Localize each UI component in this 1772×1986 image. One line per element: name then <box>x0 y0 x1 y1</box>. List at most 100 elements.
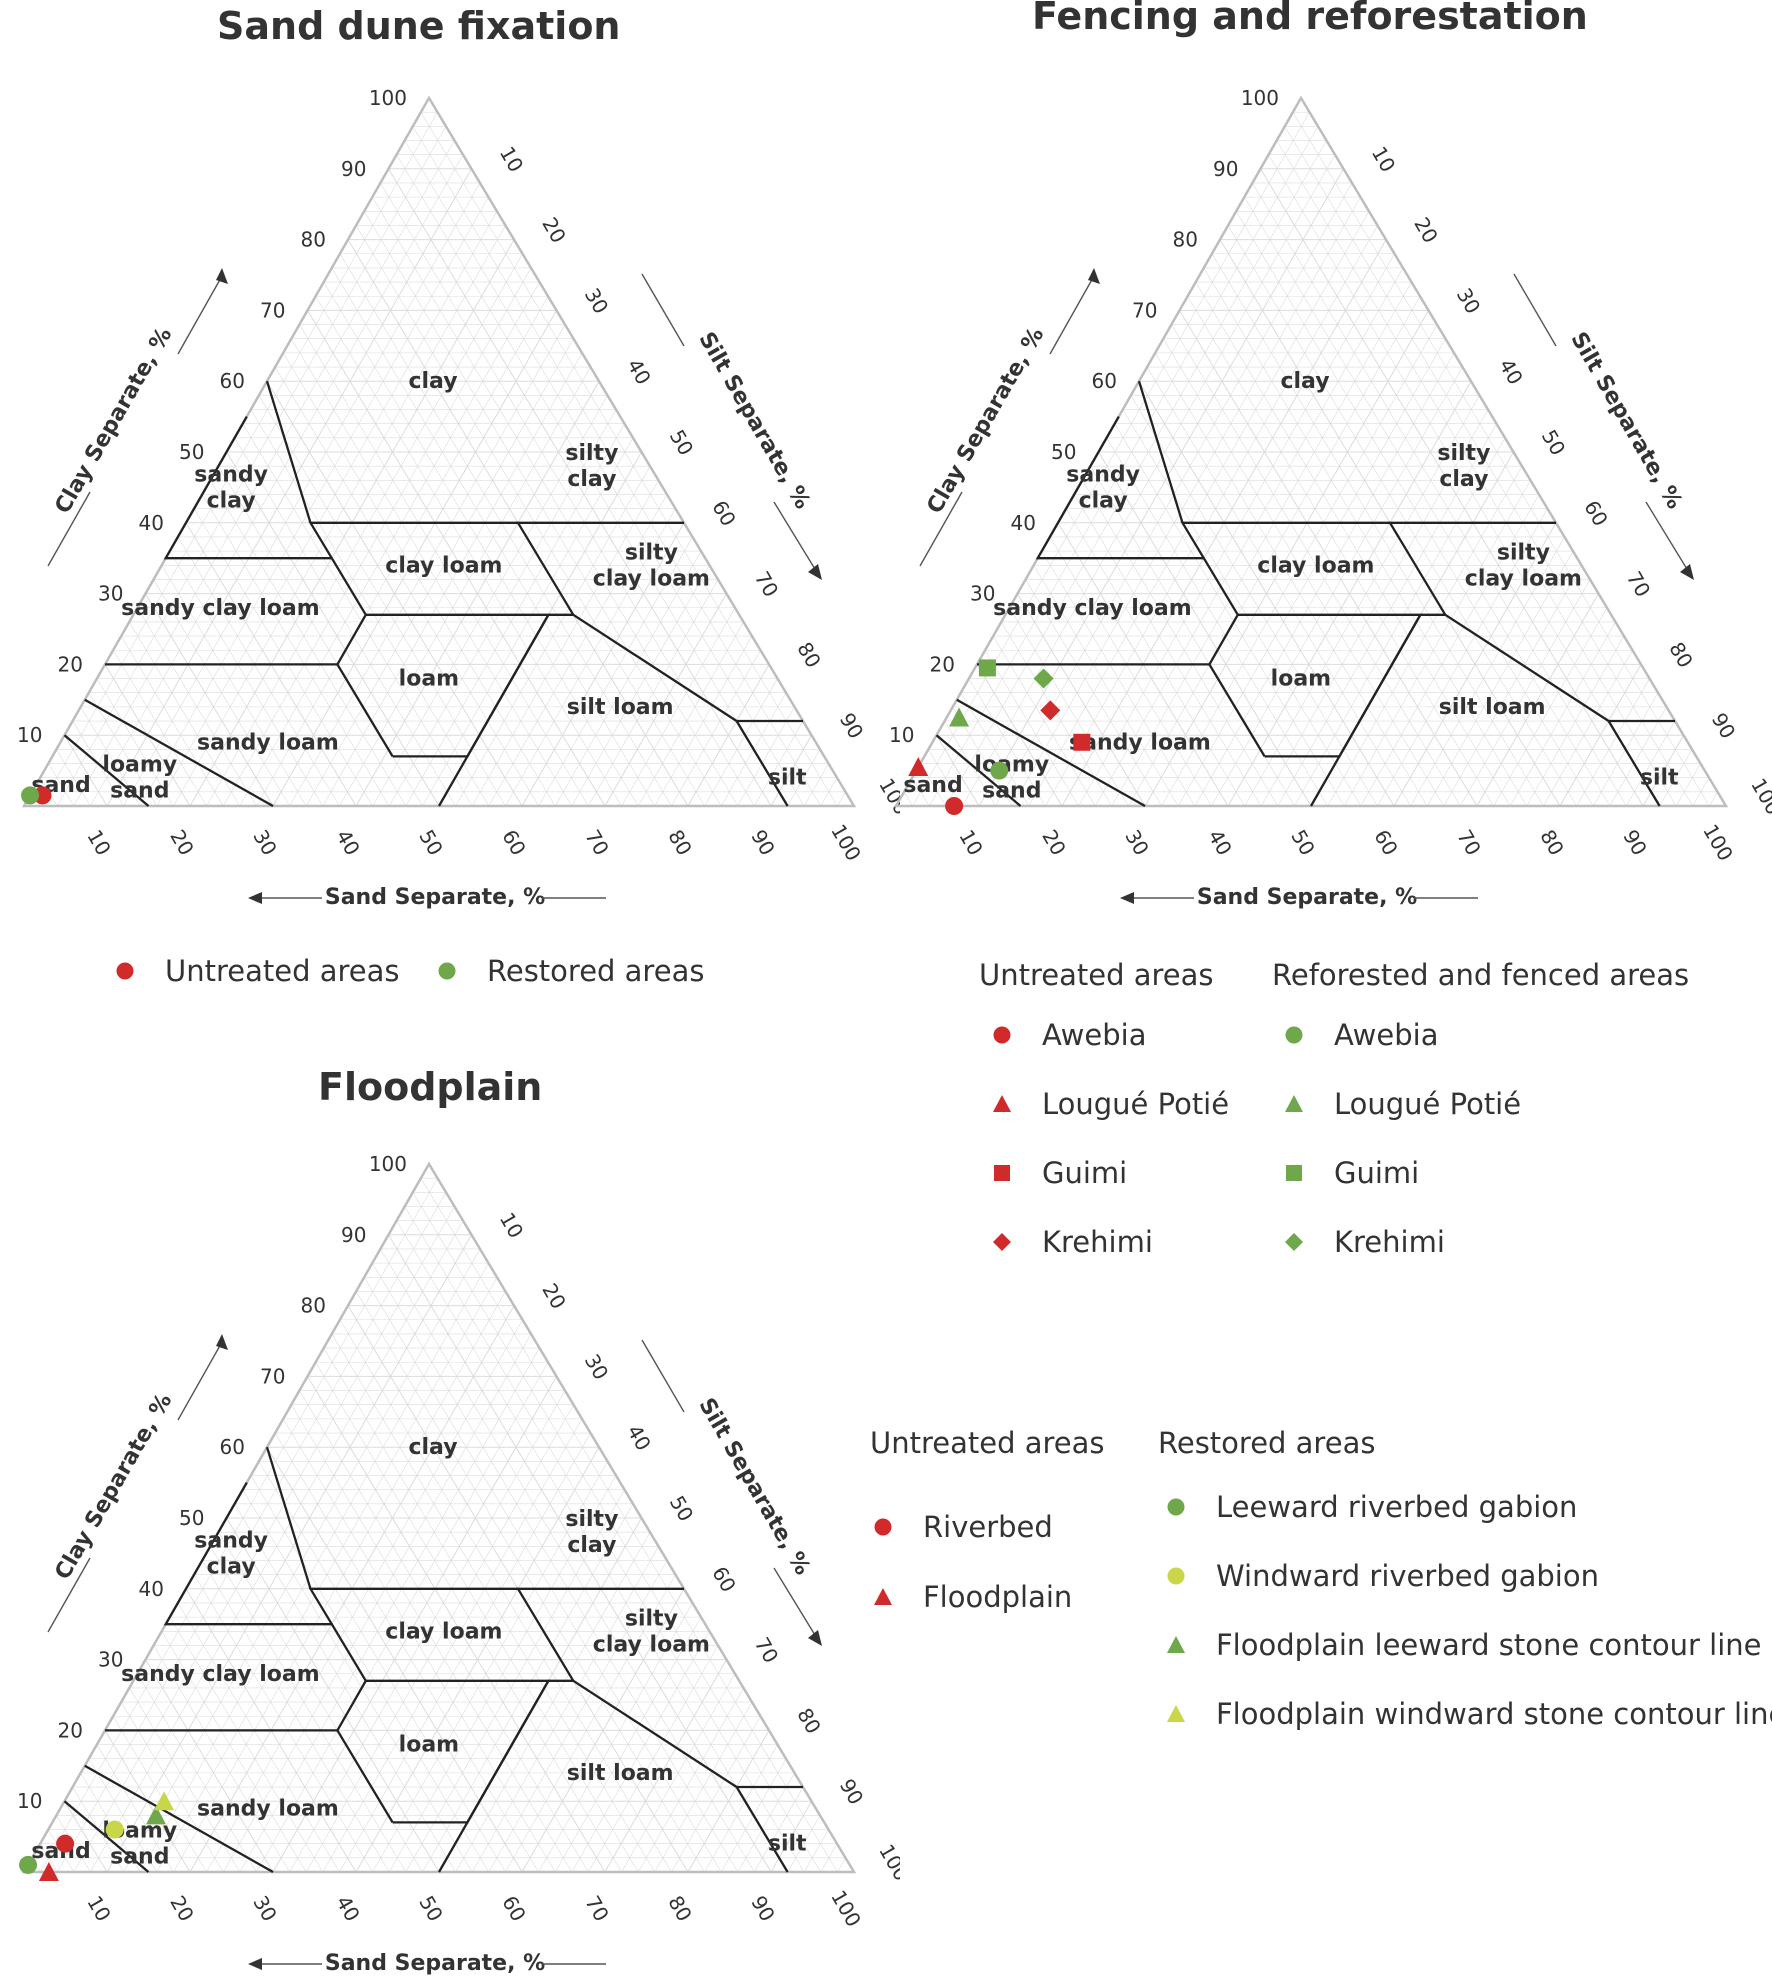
grid-line <box>339 366 591 807</box>
legend-item-label: Windward riverbed gabion <box>1216 1559 1599 1593</box>
tick-label-sand: 20 <box>165 1891 199 1925</box>
tick-label-sand: 70 <box>580 1891 614 1925</box>
grid-line <box>554 1616 702 1873</box>
tick-label-silt: 70 <box>750 567 784 601</box>
legend-heading: Untreated areas <box>979 958 1214 992</box>
grid-line <box>1033 565 1179 807</box>
axis-arrow-head <box>1120 892 1134 904</box>
axis-arrow-line <box>47 1557 91 1633</box>
axis-arrow-line <box>919 491 963 567</box>
axis-arrow-line <box>773 501 819 575</box>
tick-label-sand: 40 <box>1203 825 1237 859</box>
tick-label-clay: 80 <box>301 228 326 252</box>
grid-line <box>1144 310 1429 807</box>
tick-label-silt: 80 <box>792 1704 826 1738</box>
grid-line <box>250 409 490 807</box>
tick-label-silt: 20 <box>537 1279 571 1313</box>
class-label: silty <box>625 1606 678 1631</box>
axis-arrow-line <box>177 1341 223 1421</box>
grid-line <box>420 112 838 807</box>
grid-line <box>139 196 489 807</box>
class-label: silty <box>565 441 618 466</box>
grid-line <box>1460 579 1591 807</box>
class-boundary <box>438 1680 550 1873</box>
axis-title-sand: Sand Separate, % <box>325 1951 545 1976</box>
legend-marker <box>874 1518 892 1536</box>
axis-title-sand: Sand Separate, % <box>325 885 545 910</box>
data-points <box>21 786 52 805</box>
tick-label-sand: 60 <box>1369 825 1403 859</box>
grid-line <box>307 1376 606 1873</box>
grid-line <box>193 1574 373 1873</box>
grid-line <box>787 1815 821 1873</box>
axis-arrow-line <box>1645 501 1691 575</box>
legend-marker <box>993 1026 1011 1044</box>
grid-line <box>1082 480 1279 807</box>
class-boundary <box>438 614 550 807</box>
grid-line <box>1443 565 1582 807</box>
grid-line <box>1195 281 1511 807</box>
class-label: sand <box>982 779 1041 804</box>
tick-label-clay: 50 <box>179 1506 204 1530</box>
grid-line <box>137 1673 257 1873</box>
grid-line <box>820 777 838 807</box>
legend-item: Windward riverbed gabion <box>1166 1559 1599 1593</box>
grid-line <box>40 1178 438 1873</box>
class-boundary <box>1035 416 1239 616</box>
grid-line <box>201 494 390 807</box>
class-label: loam <box>399 667 459 692</box>
legend-marker <box>1167 1636 1185 1653</box>
tick-label-silt: 40 <box>622 355 656 389</box>
grid-line <box>787 749 821 807</box>
grid-line <box>129 1687 241 1873</box>
grid-line <box>161 565 307 807</box>
tick-label-sand: 90 <box>1618 825 1652 859</box>
grid-line <box>770 734 812 807</box>
axis-arrow-line <box>641 1339 685 1413</box>
grid-line <box>64 734 108 807</box>
grid-lines <box>903 111 1718 807</box>
tick-label-clay: 50 <box>1051 440 1076 464</box>
tick-label-silt: 70 <box>1622 567 1656 601</box>
legend-item-label: Krehimi <box>1334 1225 1445 1259</box>
class-label: sandy <box>194 1528 268 1553</box>
grid-line <box>1041 550 1196 807</box>
data-point <box>978 659 996 677</box>
legend-marker <box>438 962 456 980</box>
grid-line <box>404 140 805 807</box>
data-point <box>945 797 964 815</box>
grid-line <box>737 706 795 807</box>
grid-line <box>242 423 473 807</box>
grid-line <box>637 1687 744 1873</box>
grid-line <box>928 749 963 807</box>
legend-item-label: Lougué Potié <box>1334 1087 1522 1121</box>
tick-label-silt: 20 <box>1409 213 1443 247</box>
legend-item-label: Awebia <box>1334 1018 1439 1052</box>
tick-label-sand: 10 <box>954 825 988 859</box>
tick-label-clay: 10 <box>889 723 914 747</box>
tick-label-silt: 60 <box>707 496 741 530</box>
legend-item: Lougué Potié <box>1284 1087 1521 1121</box>
legend-marker <box>1285 1026 1303 1044</box>
class-label: silty <box>1437 441 1490 466</box>
class-label: silt <box>1640 766 1679 791</box>
grid-line <box>1709 791 1718 807</box>
grid-line <box>1011 196 1361 807</box>
grid-line <box>388 1475 617 1873</box>
grid-line <box>291 338 573 807</box>
tick-label-clay: 10 <box>17 723 42 747</box>
grid-line <box>339 1432 591 1873</box>
legend-marker <box>994 1165 1010 1181</box>
grid-line <box>106 168 472 807</box>
grid-line <box>177 1602 340 1873</box>
grid-line <box>64 1800 108 1873</box>
grid-line <box>1106 437 1328 807</box>
class-label: silt loam <box>1439 695 1546 720</box>
legend-marker <box>993 1095 1011 1112</box>
grid-line <box>145 1659 274 1873</box>
grid-line <box>139 1262 489 1873</box>
grid-line <box>1111 281 1412 807</box>
grid-line <box>1114 423 1345 807</box>
grid-line <box>1476 593 1599 807</box>
